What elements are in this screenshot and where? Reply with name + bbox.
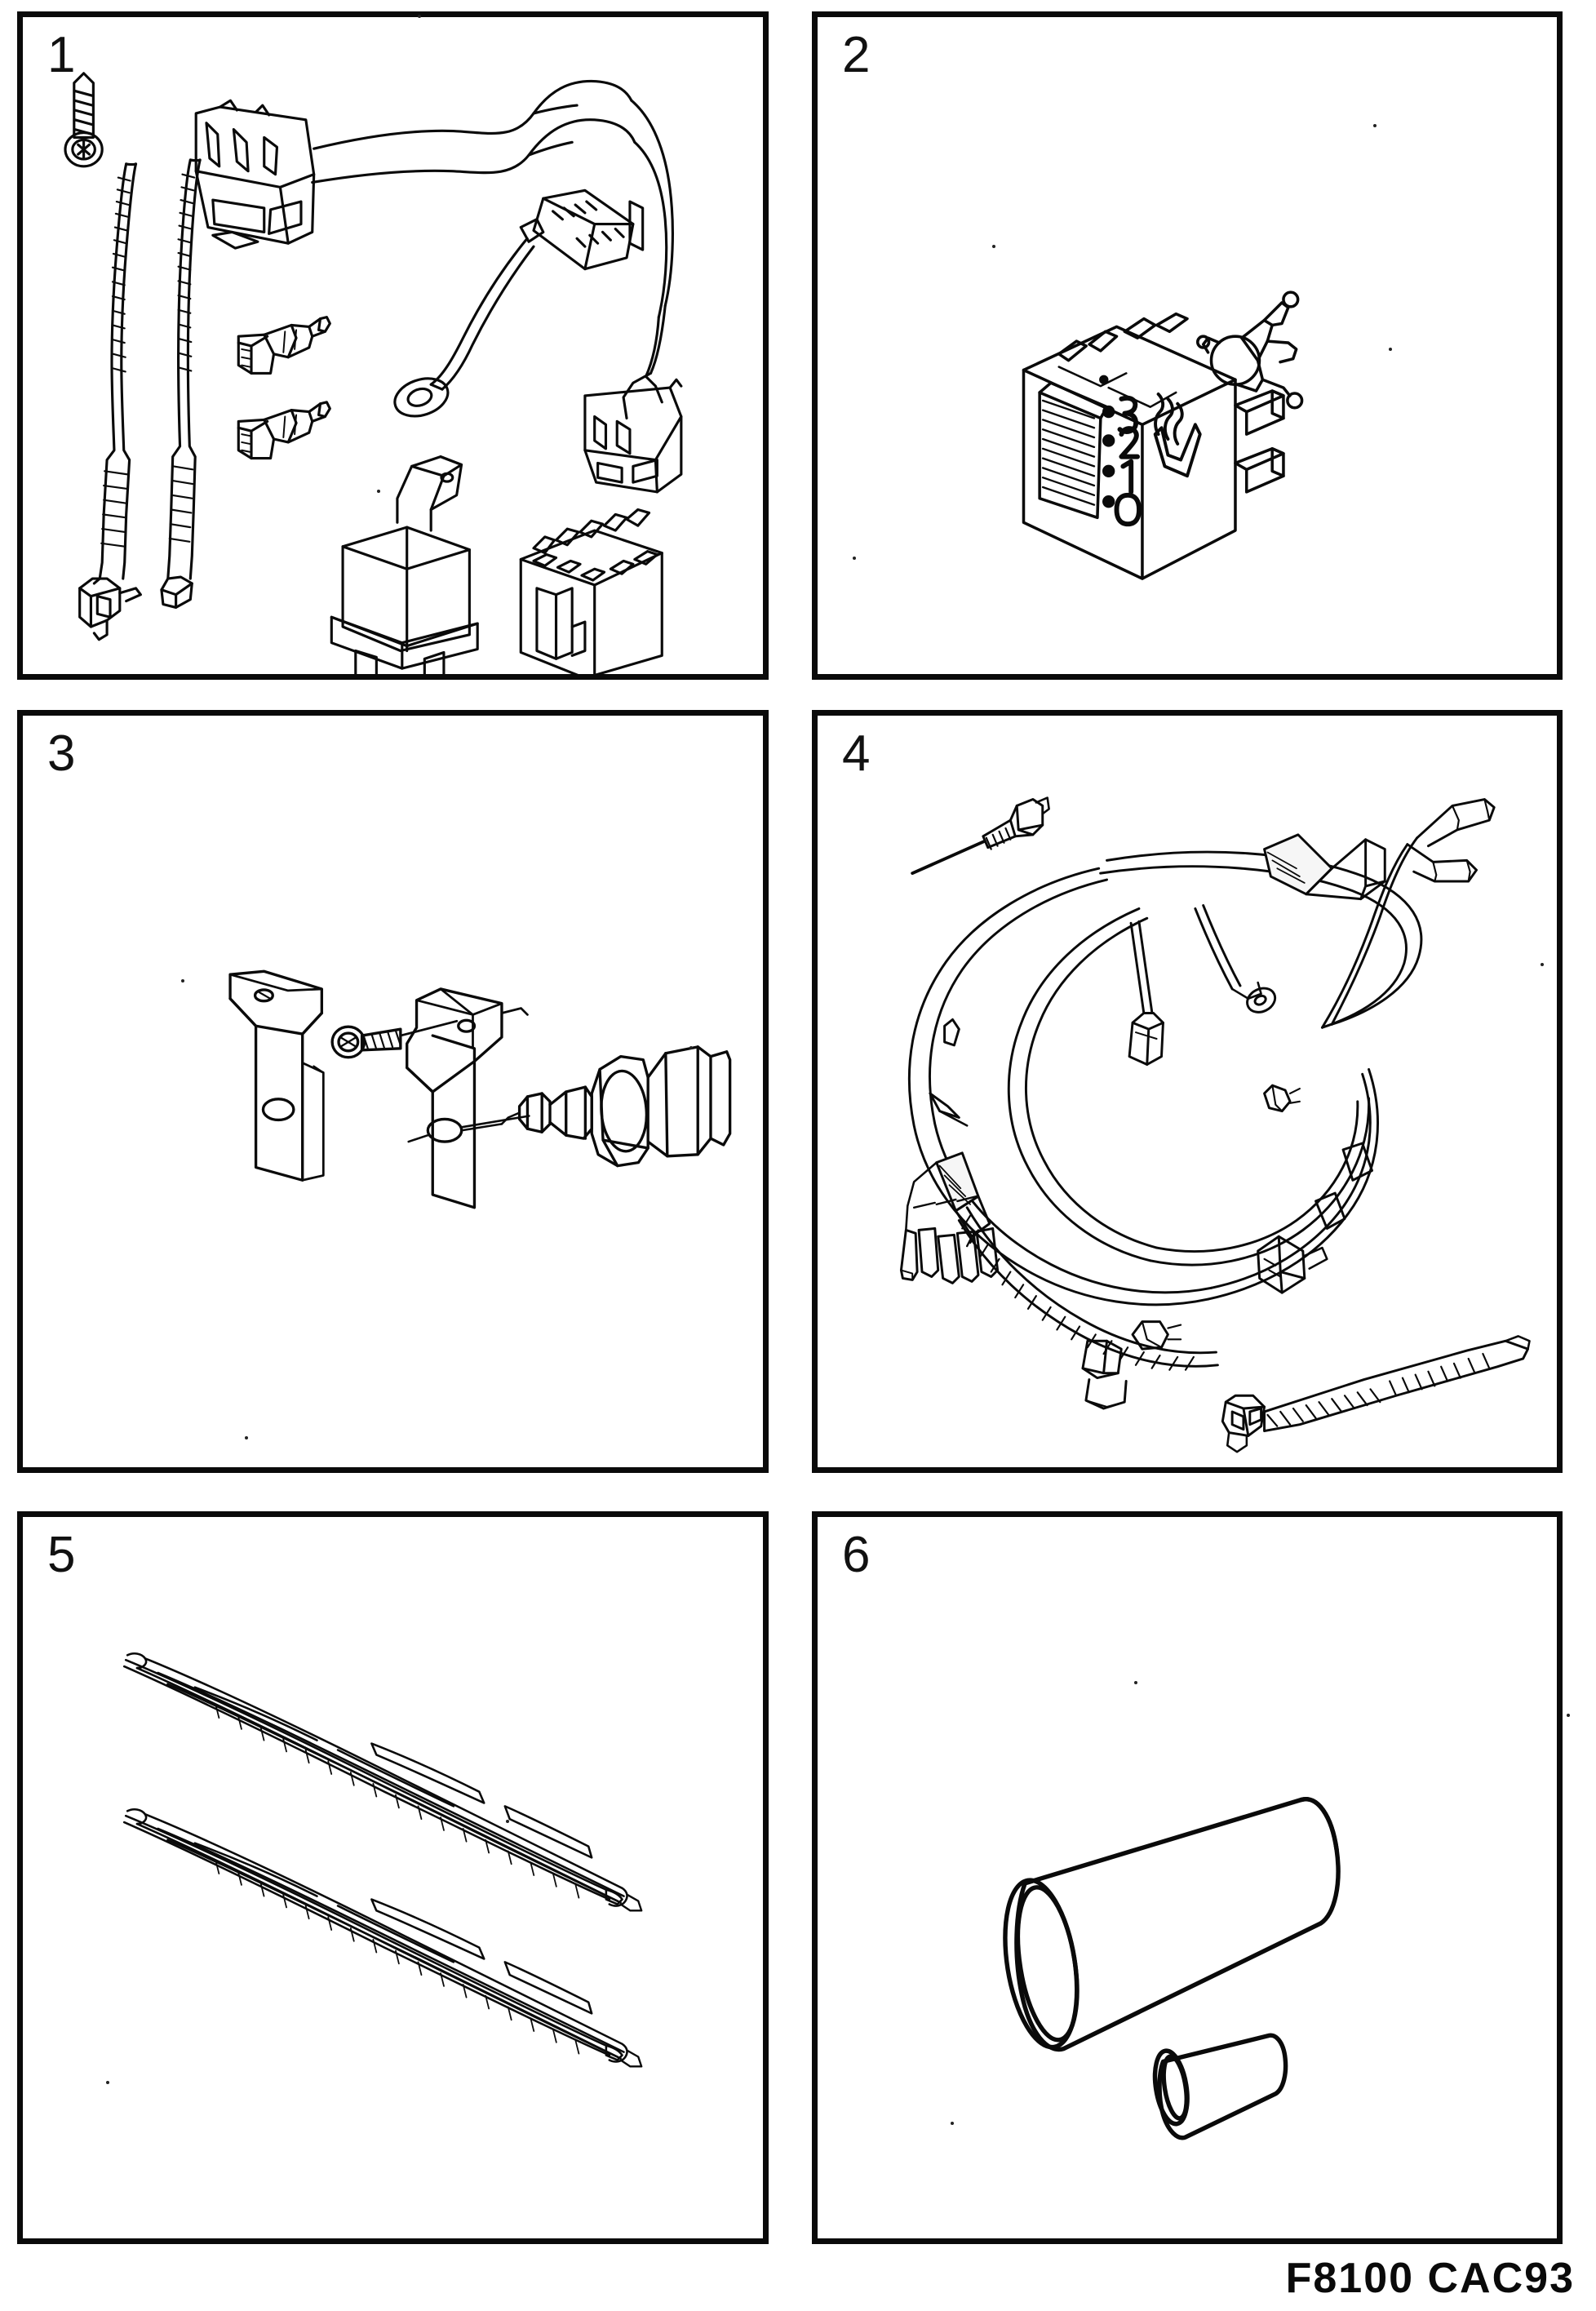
panel-6: 6 (812, 1511, 1563, 2244)
wiring-loom-icon (899, 798, 1496, 1410)
panel-5-number: 5 (47, 1527, 75, 1583)
temperature-sensor-icon (460, 1045, 732, 1168)
wiper-blade-icon-2 (122, 1808, 643, 2068)
scan-speck (992, 245, 995, 248)
panel-3-artwork (23, 716, 763, 1467)
connector-housing-icon (194, 99, 316, 250)
scan-speck (1389, 348, 1392, 351)
scan-speck (181, 979, 184, 983)
relay-icon (330, 455, 479, 674)
panel-2: 2 (812, 11, 1563, 680)
relay-socket-icon (519, 508, 663, 674)
self-tapping-screw-icon (330, 1019, 459, 1059)
panel-2-artwork (818, 17, 1557, 674)
scan-speck (951, 2122, 954, 2125)
scan-speck (1567, 1714, 1570, 1717)
panel-3: 3 (17, 710, 769, 1473)
seat-heater-switch-icon (1022, 312, 1285, 580)
small-sleeve-icon (1152, 2033, 1288, 2140)
cable-tie-icon-1 (78, 162, 142, 641)
scan-speck (377, 490, 380, 493)
cable-tie-mount-icon (1221, 1335, 1531, 1453)
panel-3-number: 3 (47, 725, 75, 782)
mounting-bracket-left-icon (228, 969, 325, 1182)
scan-speck (418, 15, 421, 18)
wiper-blade-icon-1 (122, 1652, 643, 1912)
scan-speck (245, 1436, 248, 1439)
panel-5-artwork (23, 1517, 763, 2238)
panel-1-artwork (23, 17, 763, 674)
scan-speck (1373, 124, 1377, 127)
scan-speck (1541, 963, 1544, 966)
seat-heating-symbol (1153, 393, 1202, 478)
footer-code: F8100 CAC93 (1285, 2255, 1575, 2302)
bullet-connector-icon-1 (237, 316, 331, 375)
cable-tie-icon-2 (160, 158, 202, 609)
scan-speck (689, 1046, 693, 1049)
large-sleeve-icon (1003, 1796, 1341, 2052)
panel-4: 4 (812, 710, 1563, 1473)
mounting-bracket-right-icon (406, 987, 530, 1209)
panel-2-number: 2 (842, 27, 870, 83)
panel-5: 5 (17, 1511, 769, 2244)
panel-6-artwork (818, 1517, 1557, 2238)
bullet-connector-icon-2 (237, 401, 331, 460)
wiring-harness-icon (311, 79, 674, 420)
scan-speck (1134, 1681, 1137, 1684)
grommet-pin-icon (911, 796, 1050, 876)
panel-1: 1 (17, 11, 769, 680)
panel-6-number: 6 (842, 1527, 870, 1583)
scan-speck (853, 557, 856, 560)
screw-icon (64, 72, 104, 168)
panel-1-number: 1 (47, 27, 75, 83)
scan-speck (106, 2081, 109, 2084)
scan-speck (506, 1820, 509, 1823)
small-connector-icon (583, 378, 683, 494)
panel-4-artwork (818, 716, 1557, 1467)
panel-4-number: 4 (842, 725, 870, 782)
